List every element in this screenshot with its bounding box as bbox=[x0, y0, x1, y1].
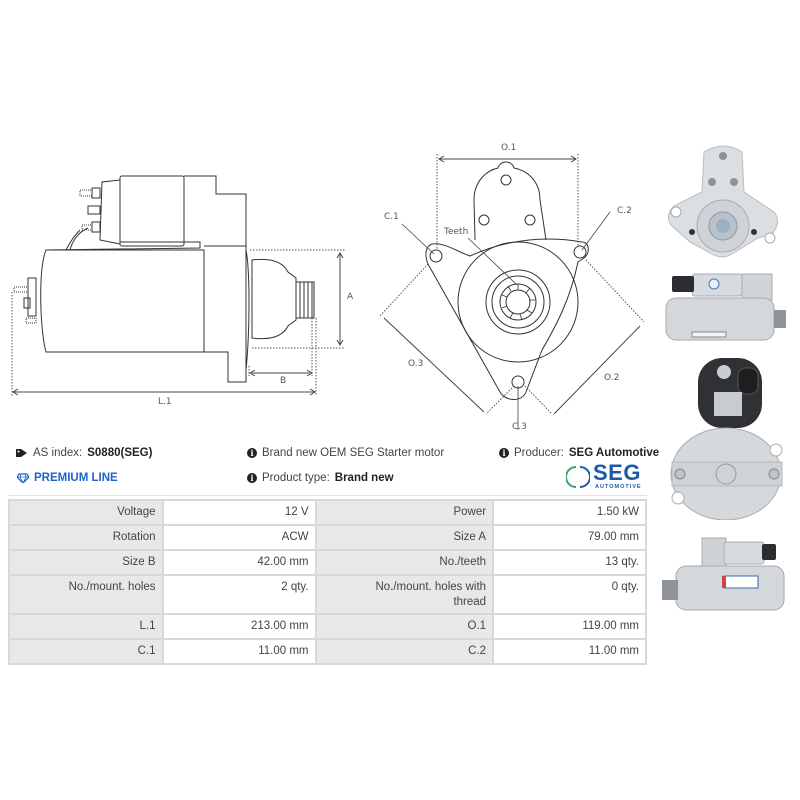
spec-label: Size B bbox=[8, 549, 164, 576]
as-index-value: S0880(SEG) bbox=[87, 447, 153, 459]
info-icon: i bbox=[247, 448, 257, 458]
spec-label: Rotation bbox=[8, 524, 164, 551]
spec-label: C.2 bbox=[314, 638, 495, 665]
table-row: Rotation ACW Size A 79.00 mm bbox=[8, 524, 647, 551]
spec-value: 42.00 mm bbox=[161, 549, 317, 576]
tag-icon bbox=[16, 449, 27, 457]
table-row: Size B 42.00 mm No./teeth 13 qty. bbox=[8, 549, 647, 576]
seg-logo-text: SEG bbox=[593, 460, 641, 485]
spec-value: 0 qty. bbox=[492, 574, 647, 615]
info-icon: i bbox=[499, 448, 509, 458]
product-type: i Product type: Brand new bbox=[247, 472, 394, 484]
spec-value: 119.00 mm bbox=[492, 613, 647, 640]
premium-line-label: PREMIUM LINE bbox=[34, 472, 118, 484]
seg-automotive-logo: SEG AUTOMOTIVE bbox=[566, 460, 650, 493]
as-index: AS index: S0880(SEG) bbox=[16, 447, 152, 459]
description: i Brand new OEM SEG Starter motor bbox=[247, 447, 444, 459]
spec-value: 213.00 mm bbox=[161, 613, 317, 640]
table-row: No./mount. holes 2 qty. No./mount. holes… bbox=[8, 574, 647, 615]
diamond-icon bbox=[17, 473, 29, 483]
dim-label-b: B bbox=[280, 376, 287, 386]
info-icon: i bbox=[247, 473, 257, 483]
side-view-photo-right bbox=[662, 272, 792, 352]
spec-value: 2 qty. bbox=[161, 574, 317, 615]
dim-label-a: A bbox=[347, 292, 354, 302]
table-row: Voltage 12 V Power 1.50 kW bbox=[8, 499, 647, 526]
dim-label-o3: O.3 bbox=[408, 359, 424, 369]
product-type-label: Product type: bbox=[262, 472, 330, 484]
producer-label: Producer: bbox=[514, 447, 564, 459]
dim-label-c3: C.3 bbox=[512, 422, 527, 432]
spec-label: Power bbox=[314, 499, 495, 526]
spec-value: 13 qty. bbox=[492, 549, 647, 576]
dim-label-o1: O.1 bbox=[501, 143, 517, 153]
divider bbox=[8, 495, 647, 496]
rear-view-photo bbox=[668, 356, 788, 520]
product-type-value: Brand new bbox=[334, 472, 394, 484]
spec-value: 1.50 kW bbox=[492, 499, 647, 526]
as-index-label: AS index: bbox=[33, 447, 83, 459]
spec-label: No./teeth bbox=[314, 549, 495, 576]
producer: i Producer: SEG Automotive bbox=[499, 447, 659, 459]
description-text: Brand new OEM SEG Starter motor bbox=[262, 447, 445, 459]
spec-label: C.1 bbox=[8, 638, 164, 665]
seg-logo-subtext: AUTOMOTIVE bbox=[595, 484, 642, 490]
table-row: C.1 11.00 mm C.2 11.00 mm bbox=[8, 638, 647, 665]
table-row: L.1 213.00 mm O.1 119.00 mm bbox=[8, 613, 647, 640]
spec-label: Size A bbox=[314, 524, 495, 551]
premium-line[interactable]: PREMIUM LINE bbox=[17, 472, 118, 484]
seg-arc-icon bbox=[566, 466, 590, 488]
spec-value: ACW bbox=[161, 524, 317, 551]
producer-value: SEG Automotive bbox=[568, 447, 660, 459]
dim-label-c1: C.1 bbox=[384, 212, 399, 222]
side-view-photo-left bbox=[658, 534, 798, 620]
dim-label-c2: C.2 bbox=[617, 206, 632, 216]
spec-label: Voltage bbox=[8, 499, 164, 526]
spec-label: No./mount. holes with thread bbox=[314, 574, 495, 615]
spec-label: L.1 bbox=[8, 613, 164, 640]
spec-label: No./mount. holes bbox=[8, 574, 164, 615]
dim-label-l1: L.1 bbox=[158, 397, 172, 407]
side-view-diagram: A B L.1 bbox=[0, 170, 360, 410]
spec-label: O.1 bbox=[314, 613, 495, 640]
spec-value: 79.00 mm bbox=[492, 524, 647, 551]
specs-table: Voltage 12 V Power 1.50 kW Rotation ACW … bbox=[8, 499, 647, 665]
spec-value: 11.00 mm bbox=[492, 638, 647, 665]
spec-value: 12 V bbox=[161, 499, 317, 526]
dim-label-o2: O.2 bbox=[604, 373, 620, 383]
front-view-diagram: O.1 C.1 C.2 Teeth O.3 O.2 C.3 bbox=[370, 140, 660, 440]
spec-value: 11.00 mm bbox=[161, 638, 317, 665]
dim-label-teeth: Teeth bbox=[444, 227, 469, 237]
front-view-photo bbox=[662, 142, 784, 270]
